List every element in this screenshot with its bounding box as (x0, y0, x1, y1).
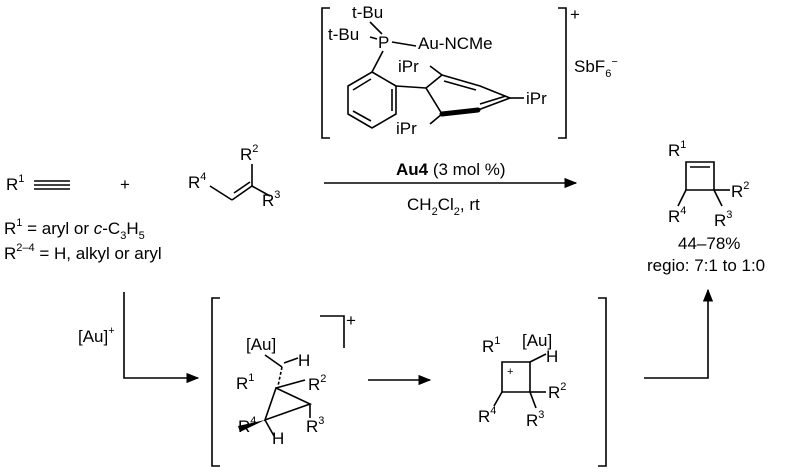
catalyst-charge: + (570, 5, 580, 24)
product-r1-label: R1 (668, 139, 686, 160)
ipr-right-label: iPr (526, 89, 547, 108)
int1-r1-label: R1 (236, 372, 254, 393)
int1-charge: + (346, 311, 356, 330)
ipr-bottom-label: iPr (396, 119, 417, 138)
r2-4-definition: R2–4 = H, alkyl or aryl (4, 242, 162, 263)
tbu-top-label: t-Bu (352, 3, 383, 22)
alkyne-reactant: R1 (6, 173, 70, 194)
ipr-top-label: iPr (398, 57, 419, 76)
int2-plus: + (507, 366, 513, 378)
int2-r3-label: R3 (526, 409, 544, 430)
tbu-left-label: t-Bu (328, 25, 359, 44)
product-yield: 44–78% (678, 234, 740, 253)
alkyne-r1-label: R1 (6, 173, 24, 194)
mechanism-arrow-out (644, 288, 714, 379)
au-catalyst-label: [Au]+ (78, 325, 115, 346)
int1-r2-label: R2 (308, 373, 326, 394)
int2-r4-label: R4 (478, 405, 496, 426)
alkene-r4-label: R4 (188, 171, 206, 192)
int2-r1-label: R1 (482, 335, 500, 356)
solvent-conditions: CH2Cl2, rt (407, 195, 480, 218)
counterion: SbF6− (574, 56, 618, 80)
plus-sign: + (120, 175, 130, 194)
product-regio: regio: 7:1 to 1:0 (647, 256, 765, 275)
phenyl-ring (347, 71, 397, 129)
au-ncme-label: Au-NCMe (418, 34, 493, 53)
phosphorus-label: P (378, 33, 389, 52)
catalyst-loading: Au4 (3 mol %) (396, 160, 506, 179)
alkene-reactant: R4 R2 R3 (188, 143, 280, 210)
mechanism-bracket-right (598, 297, 607, 467)
alkene-r2-label: R2 (240, 143, 258, 164)
int1-r3-label: R3 (306, 415, 324, 436)
r1-definition: R1 = aryl or c-C3H5 (4, 217, 145, 242)
alkene-r3-label: R3 (262, 189, 280, 210)
catalyst-bracket-right (558, 7, 567, 139)
product-r2-label: R2 (731, 180, 749, 201)
mechanism-bracket-left (211, 297, 220, 467)
int1-au-label: [Au] (246, 335, 276, 354)
int1-hb-label: H (272, 429, 284, 448)
mechanism-arrow-in (123, 292, 200, 384)
p-au-bond (391, 41, 417, 47)
aryl-ring (424, 74, 513, 115)
cyclobutene-product: R1 R2 R3 R4 44–78% regio: 7:1 to 1:0 (647, 139, 765, 275)
int1-r4-label: R4 (238, 415, 256, 436)
int2-au-label: [Au] (522, 331, 552, 350)
cyclopropyl-carbene-intermediate: + [Au] H R1 R2 R3 R4 H (236, 311, 356, 448)
catalyst-au4: + SbF6− t-Bu t-Bu P Au-NCMe iPr iPr iPr (321, 3, 618, 139)
int1-h-label: H (298, 351, 310, 370)
int2-r2-label: R2 (548, 381, 566, 402)
product-r4-label: R4 (668, 205, 686, 226)
catalyst-bracket-left (321, 7, 330, 139)
int2-h-label: H (546, 347, 558, 366)
product-r3-label: R3 (714, 209, 732, 230)
cyclobutyl-cation-intermediate: [Au] R1 + H R2 R3 R4 (478, 331, 566, 430)
